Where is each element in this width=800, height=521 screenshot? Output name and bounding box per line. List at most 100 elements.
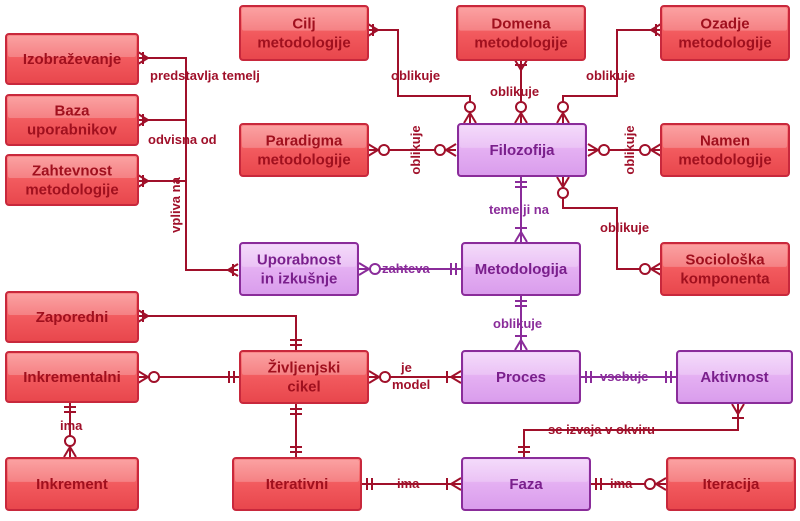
entity-label: metodologije: [257, 35, 350, 52]
entity-box: [239, 123, 369, 177]
edge-label-se-izvaja: se izvaja v okviru: [548, 422, 655, 437]
edge-label-je-model-1: je: [400, 360, 412, 375]
entity-label: metodologije: [474, 35, 567, 52]
entity-label: Paradigma: [266, 133, 343, 150]
entity-box: [5, 33, 139, 85]
entity-box: [676, 350, 793, 404]
cardinality-mark: [556, 176, 570, 199]
entity-shine: [8, 157, 136, 178]
entity-label: Cilj: [292, 16, 315, 33]
entity-label: Metodologija: [475, 261, 568, 278]
cardinality-mark: [137, 51, 150, 65]
entity-label: Zaporedni: [36, 309, 109, 326]
edge-label-proces-oblikuje: oblikuje: [493, 316, 542, 331]
entity-box: [5, 94, 139, 146]
entity-shine: [8, 354, 136, 375]
cardinality-mark: [434, 143, 457, 157]
entity-box: [666, 457, 796, 511]
entity-label: cikel: [287, 379, 320, 396]
entity-faza: Faza: [461, 457, 591, 511]
entity-box: [461, 242, 581, 296]
relationship-path: [138, 315, 297, 350]
edge-label-ima-iteracija: ima: [610, 476, 633, 491]
entity-shine: [679, 353, 790, 375]
cardinality-marks-layer: [63, 23, 745, 491]
edge-label-predstavlja-temelj: predstavlja temelj: [150, 68, 260, 83]
entity-zahtevnost: Zahtevnost metodologije: [5, 154, 139, 206]
entity-box: [239, 350, 369, 404]
cardinality-mark: [649, 23, 662, 37]
entity-shine: [464, 353, 578, 375]
cardinality-mark: [514, 227, 528, 243]
edge-label-cilj-oblikuje: oblikuje: [391, 68, 440, 83]
entity-label: Aktivnost: [700, 369, 768, 386]
entity-box: [461, 457, 591, 511]
edge-labels-layer: oblikuje oblikuje oblikuje oblikuje oblikuje…: [60, 68, 655, 491]
entity-shine: [242, 126, 366, 148]
entity-shine: [8, 97, 136, 118]
entity-box: [5, 351, 139, 403]
entity-box: [5, 291, 139, 343]
cardinality-mark: [515, 300, 527, 307]
entity-box: [660, 242, 790, 296]
entity-label: Baza: [54, 103, 90, 120]
cardinality-mark: [446, 370, 462, 384]
entity-box: [232, 457, 362, 511]
entity-label: Iterativni: [266, 476, 329, 493]
entity-metodologija: Metodologija: [461, 242, 581, 296]
cardinality-mark: [228, 371, 235, 383]
cardinality-mark: [595, 478, 602, 490]
cardinality-mark: [644, 477, 667, 491]
entity-shine: [669, 460, 793, 482]
entity-inkrementalni: Inkrementalni: [5, 351, 139, 403]
relationship-path: [138, 57, 238, 271]
cardinality-mark: [290, 446, 302, 453]
entity-zaporedni: Zaporedni: [5, 291, 139, 343]
entity-label: in izkušnje: [261, 271, 338, 288]
entity-label: metodologije: [678, 152, 771, 169]
entity-label: Iteracija: [703, 476, 760, 493]
edge-label-je-model-2: model: [392, 377, 430, 392]
cardinality-mark: [64, 406, 76, 413]
entity-label: Inkrementalni: [23, 369, 121, 386]
entity-shine: [242, 8, 366, 31]
cardinality-mark: [137, 113, 150, 127]
entity-box: [660, 5, 790, 61]
entity-proces: Proces: [461, 350, 581, 404]
cardinality-mark: [290, 339, 302, 346]
entity-shine: [8, 294, 136, 315]
entity-label: uporabnikov: [27, 122, 118, 139]
entity-shine: [459, 8, 583, 31]
entity-label: Zahtevnost: [32, 163, 112, 180]
cardinality-mark: [518, 446, 530, 453]
entity-label: Proces: [496, 369, 546, 386]
edges-layer: [69, 29, 739, 485]
entity-label: Inkrement: [36, 476, 108, 493]
cardinality-mark: [226, 263, 239, 277]
entity-box: [660, 123, 790, 177]
edge-label-namen-oblikuje: oblikuje: [622, 125, 637, 174]
edge-label-ima-inkrement: ima: [60, 418, 83, 433]
cardinality-mark: [137, 309, 150, 323]
entity-shine: [663, 245, 787, 267]
entity-shine: [663, 8, 787, 31]
cardinality-mark: [514, 101, 528, 124]
edge-label-domena-oblikuje: oblikuje: [490, 84, 539, 99]
cardinality-mark: [358, 262, 381, 276]
entity-label: komponenta: [680, 271, 770, 288]
entity-label: Izobraževanje: [23, 51, 121, 68]
edge-label-temelji-na: temelji na: [489, 202, 550, 217]
entity-shine: [8, 460, 136, 482]
entity-box: [239, 242, 359, 296]
entity-label: Ozadje: [700, 16, 749, 33]
cardinality-mark: [450, 263, 457, 275]
entity-iteracija: Iteracija: [666, 457, 796, 511]
entity-label: metodologije: [25, 182, 118, 199]
entity-box: [5, 154, 139, 206]
edge-label-socioloska-oblikuje: oblikuje: [600, 220, 649, 235]
entity-box: [456, 5, 586, 61]
edge-label-paradigma-oblikuje: oblikuje: [408, 125, 423, 174]
